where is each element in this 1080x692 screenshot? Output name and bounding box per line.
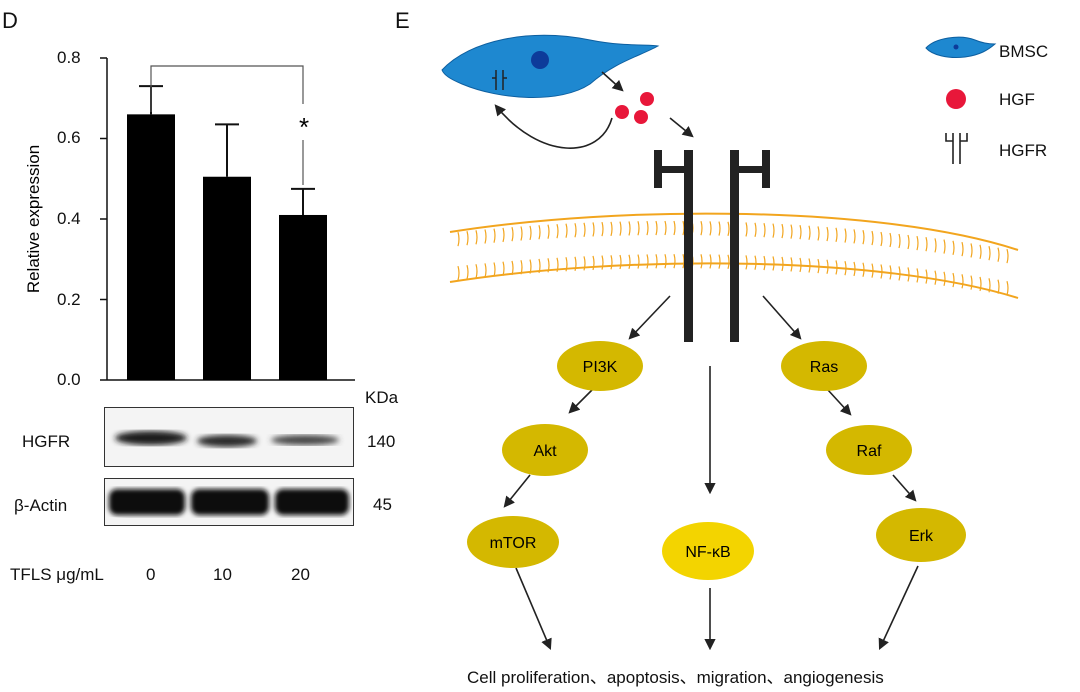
hgf-dot-icon	[946, 89, 966, 109]
blot-row-label-hgfr: HGFR	[22, 432, 71, 451]
cell-membrane	[449, 212, 1019, 299]
blot-band	[191, 489, 269, 515]
significance-bracket	[150, 65, 304, 112]
legend-label-hgfr: HGFR	[999, 141, 1048, 160]
bar-chart: * Relative expression	[24, 57, 355, 381]
y-tick-label: 0.6	[57, 128, 81, 147]
legend-label-hgf: HGF	[999, 90, 1035, 109]
blot-band	[197, 435, 257, 447]
node-mtor: mTOR	[467, 516, 559, 568]
bar-0	[127, 114, 175, 380]
node-nfkb-label: NF-κB	[685, 544, 730, 561]
node-raf: Raf	[826, 425, 912, 475]
hgfr-receptor-large	[654, 150, 770, 342]
blot-strip-actin	[104, 478, 354, 526]
pathway-outcome: Cell proliferation、apoptosis、migration、a…	[467, 668, 884, 687]
blot-size-actin: 45	[373, 495, 392, 514]
node-akt-label: Akt	[533, 443, 557, 460]
significance-star: *	[299, 112, 309, 142]
blot-unit-header: KDa	[365, 388, 399, 407]
node-erk: Erk	[876, 508, 966, 562]
hgf-dot	[615, 105, 629, 119]
y-tick-label: 0.4	[57, 209, 81, 228]
y-tick-label: 0.2	[57, 290, 81, 309]
node-nfkb: NF-κB	[662, 522, 754, 580]
blot-size-hgfr: 140	[367, 432, 396, 451]
node-ras-label: Ras	[810, 359, 838, 376]
node-akt: Akt	[502, 424, 588, 476]
blot-band	[115, 431, 187, 445]
error-bar-10	[215, 123, 239, 177]
hgf-dot	[634, 110, 648, 124]
dose-label: 10	[213, 565, 232, 584]
node-erk-label: Erk	[909, 528, 934, 545]
dose-label: 20	[291, 565, 310, 584]
y-tick-label: 0.0	[57, 370, 81, 389]
secretion-arrow	[601, 71, 624, 92]
bmsc-cell-large	[441, 34, 660, 98]
dose-label: 0	[146, 565, 156, 584]
blot-band	[275, 489, 349, 515]
node-ras: Ras	[781, 341, 867, 391]
autocrine-arrow	[494, 104, 613, 149]
bmsc-nucleus	[531, 51, 549, 69]
y-tick-label: 0.8	[57, 48, 81, 67]
hgfr-receptor-icon	[945, 133, 968, 164]
cell-receptor-icon	[492, 70, 507, 90]
panel-e-letter: E	[395, 8, 410, 33]
bmsc-nucleus-icon	[953, 44, 959, 50]
pathway-arrows	[503, 295, 919, 651]
blot-band	[109, 489, 185, 515]
treatment-label: TFLS μg/mL	[10, 565, 104, 584]
bar-20	[279, 214, 327, 380]
legend-label-bmsc: BMSC	[999, 42, 1049, 61]
hgf-dot	[640, 92, 654, 106]
y-axis-label: Relative expression	[24, 145, 43, 293]
bar-10	[203, 176, 251, 380]
bmsc-cell-icon	[925, 36, 997, 58]
node-mtor-label: mTOR	[490, 535, 537, 552]
blot-row-label-actin: β-Actin	[14, 496, 68, 515]
panel-d-letter: D	[2, 8, 18, 33]
node-pi3k: PI3K	[557, 341, 643, 391]
blot-strip-hgfr	[104, 407, 354, 467]
node-raf-label: Raf	[857, 443, 882, 460]
error-bar-20	[291, 187, 315, 215]
blot-band	[271, 435, 339, 445]
hgf-binding-arrow	[669, 117, 694, 138]
node-pi3k-label: PI3K	[583, 359, 618, 376]
